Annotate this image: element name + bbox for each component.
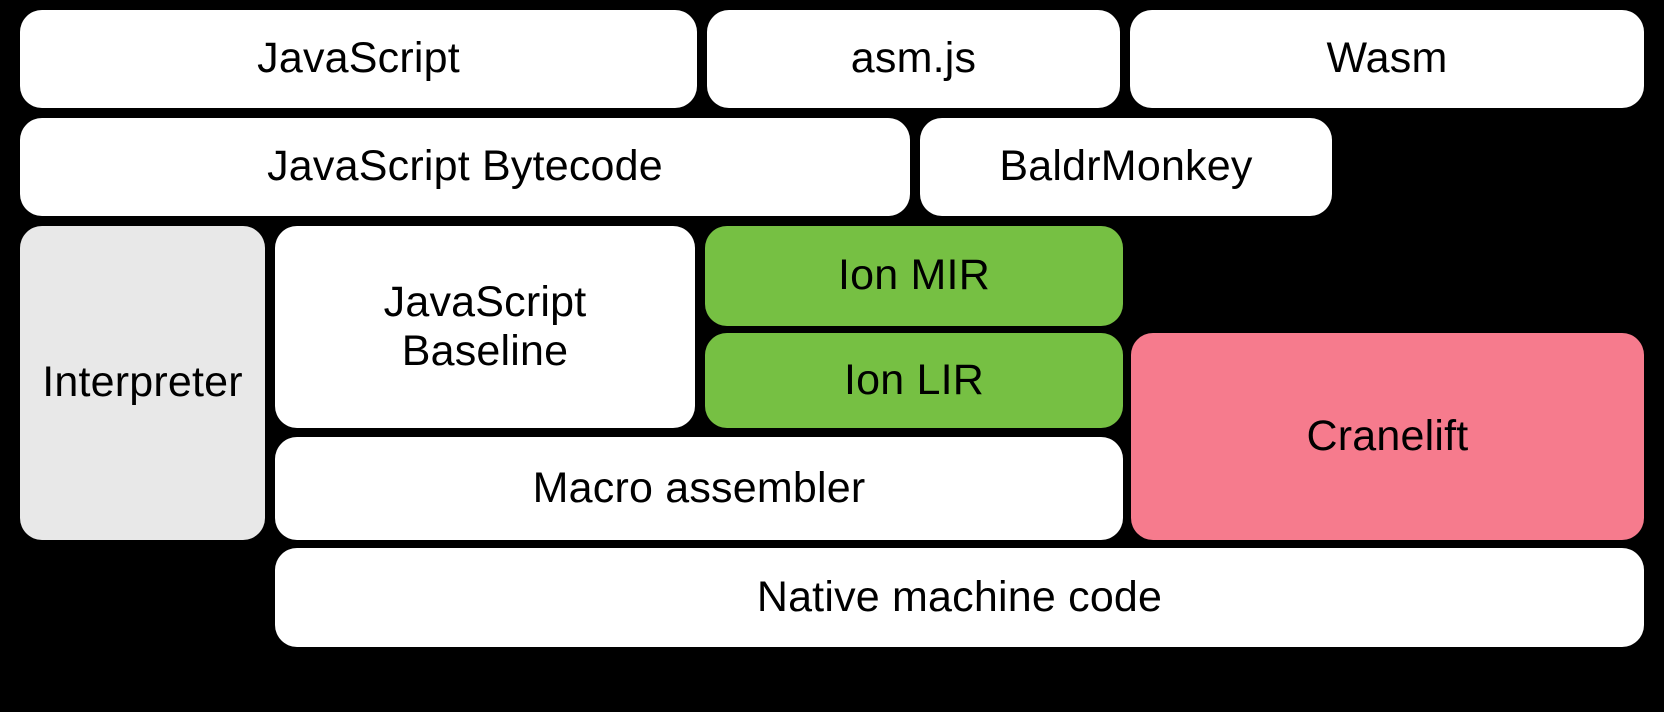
node-native-machine-code[interactable]: Native machine code [275, 548, 1644, 647]
node-javascript-bytecode[interactable]: JavaScript Bytecode [20, 118, 910, 216]
node-baldrmonkey-label: BaldrMonkey [999, 142, 1253, 191]
node-javascript-bytecode-label: JavaScript Bytecode [267, 142, 663, 191]
node-ion-mir[interactable]: Ion MIR [705, 226, 1123, 326]
node-javascript[interactable]: JavaScript [20, 10, 697, 108]
node-javascript-label: JavaScript [257, 34, 460, 83]
node-cranelift[interactable]: Cranelift [1131, 333, 1644, 540]
node-ion-lir-label: Ion LIR [843, 355, 985, 404]
node-wasm[interactable]: Wasm [1130, 10, 1644, 108]
node-asmjs[interactable]: asm.js [707, 10, 1120, 108]
node-wasm-label: Wasm [1326, 34, 1448, 83]
node-interpreter[interactable]: Interpreter [20, 226, 265, 540]
node-baldrmonkey[interactable]: BaldrMonkey [920, 118, 1332, 216]
node-ion-lir[interactable]: Ion LIR [705, 333, 1123, 428]
node-macro-assembler[interactable]: Macro assembler [275, 437, 1123, 540]
node-cranelift-label: Cranelift [1306, 411, 1469, 460]
node-ion-mir-label: Ion MIR [838, 251, 990, 300]
node-asmjs-label: asm.js [850, 34, 977, 83]
node-javascript-baseline[interactable]: JavaScript Baseline [275, 226, 695, 428]
node-native-machine-code-label: Native machine code [756, 572, 1163, 621]
node-macro-assembler-label: Macro assembler [532, 463, 866, 512]
node-javascript-baseline-label: JavaScript Baseline [383, 277, 587, 375]
node-interpreter-label: Interpreter [42, 358, 243, 407]
